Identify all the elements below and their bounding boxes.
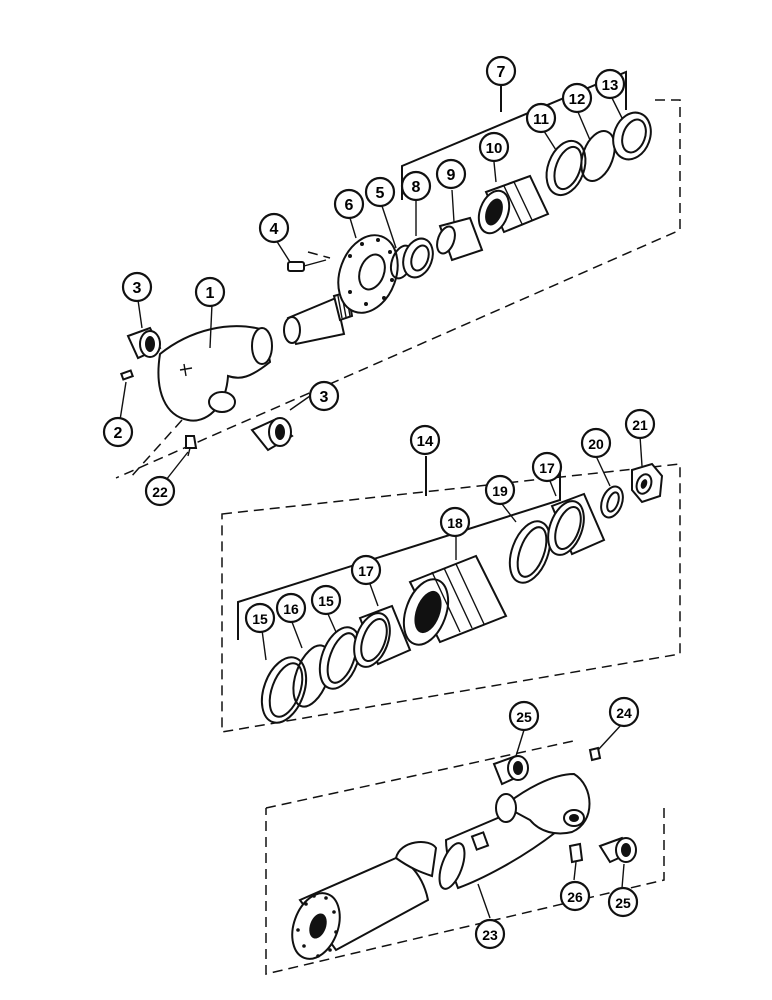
- callout-label: 1: [206, 285, 215, 302]
- barrel-tube-23: [438, 798, 558, 890]
- callout-label: 6: [345, 197, 354, 214]
- bushing-25-lower: [598, 836, 637, 864]
- callout-label: 14: [417, 433, 434, 450]
- cap-end-eye: [495, 772, 591, 835]
- callout-25-lower: 25: [607, 886, 639, 918]
- callout-label: 4: [270, 221, 279, 238]
- callout-label: 11: [533, 111, 549, 128]
- callout-label: 20: [588, 436, 604, 452]
- callout-26: 26: [559, 880, 591, 912]
- callout-label: 26: [567, 889, 583, 905]
- callout-label: 3: [320, 389, 329, 406]
- callout-15-left: 15: [244, 602, 276, 634]
- callout-label: 7: [497, 64, 506, 81]
- callout-19: 19: [484, 474, 516, 506]
- o-ring-12: [580, 130, 616, 182]
- callout-label: 13: [602, 77, 619, 94]
- grease-fitting-24: [588, 746, 602, 762]
- callout-5: 5: [364, 176, 396, 208]
- callout-2: 2: [102, 416, 134, 448]
- callout-label: 19: [492, 483, 508, 499]
- dashed-group-outline-top: [115, 99, 681, 479]
- callout-9: 9: [435, 158, 467, 190]
- rod-eye-part: [157, 325, 273, 422]
- callout-label: 25: [615, 895, 631, 911]
- callout-label: 17: [358, 563, 374, 579]
- dashed-group-outline-bottom: [265, 739, 665, 975]
- callout-3-right: 3: [308, 380, 340, 412]
- callout-20: 20: [580, 427, 612, 459]
- callout-23: 23: [474, 918, 506, 950]
- setscrew-part: [119, 369, 135, 381]
- washer-20: [600, 485, 624, 519]
- nut-21: [631, 462, 664, 504]
- callout-18: 18: [439, 506, 471, 538]
- callout-7: 7: [485, 55, 517, 87]
- ring-15-right: [318, 626, 362, 690]
- callout-label: 24: [616, 705, 632, 721]
- callout-16: 16: [275, 592, 307, 624]
- callout-11: 11: [525, 102, 557, 134]
- callout-label: 22: [152, 484, 168, 500]
- cylinder-head-part: [291, 841, 438, 960]
- callout-3-top: 3: [121, 271, 153, 303]
- dashed-group-outline-middle: [221, 463, 681, 733]
- callout-label: 16: [283, 601, 299, 617]
- callout-label: 25: [516, 709, 532, 725]
- callout-17-right: 17: [531, 451, 563, 483]
- callout-21: 21: [624, 408, 656, 440]
- callout-15-right: 15: [310, 584, 342, 616]
- callout-label: 8: [412, 179, 421, 196]
- bushing-lower-left: [250, 417, 294, 452]
- wiper-ring-8: [402, 237, 434, 279]
- bracket-14: [237, 456, 561, 640]
- sleeve-9: [436, 216, 484, 262]
- callout-24: 24: [608, 696, 640, 728]
- callout-label: 2: [114, 425, 123, 442]
- grease-fitting-top: [185, 435, 198, 457]
- wear-ring-17-left: [353, 604, 412, 668]
- callout-label: 12: [569, 91, 586, 108]
- backup-ring-11: [545, 139, 587, 197]
- callout-12: 12: [561, 82, 593, 114]
- callout-10: 10: [478, 131, 510, 163]
- ring-19: [508, 520, 552, 584]
- bushing-top-left: [126, 326, 162, 360]
- callout-17-left: 17: [350, 554, 382, 586]
- callout-14: 14: [409, 424, 441, 456]
- callout-label: 17: [539, 460, 555, 476]
- callout-label: 5: [376, 185, 385, 202]
- callout-4: 4: [258, 212, 290, 244]
- callout-label: 18: [447, 515, 463, 531]
- callout-8: 8: [400, 170, 432, 202]
- callout-6: 6: [333, 188, 365, 220]
- bushing-25-upper: [492, 754, 529, 786]
- callout-label: 23: [482, 927, 498, 943]
- callout-label: 15: [252, 611, 268, 627]
- grease-fitting-26: [568, 842, 584, 864]
- callout-label: 3: [133, 280, 142, 297]
- callout-22: 22: [144, 475, 176, 507]
- callout-13: 13: [594, 68, 626, 100]
- callout-label: 10: [486, 140, 503, 157]
- flange-plate-part: [337, 234, 399, 314]
- wear-ring-17-right: [547, 492, 606, 556]
- leader-lines: [119, 71, 643, 919]
- callout-label: 15: [318, 593, 334, 609]
- callout-label: 9: [447, 167, 456, 184]
- callout-1: 1: [194, 276, 226, 308]
- wear-ring-13: [612, 111, 652, 161]
- bolt-part: [287, 259, 327, 272]
- piston-18: [402, 554, 508, 646]
- callout-25-upper: 25: [508, 700, 540, 732]
- gland-10: [477, 174, 550, 235]
- callout-label: 21: [632, 417, 648, 433]
